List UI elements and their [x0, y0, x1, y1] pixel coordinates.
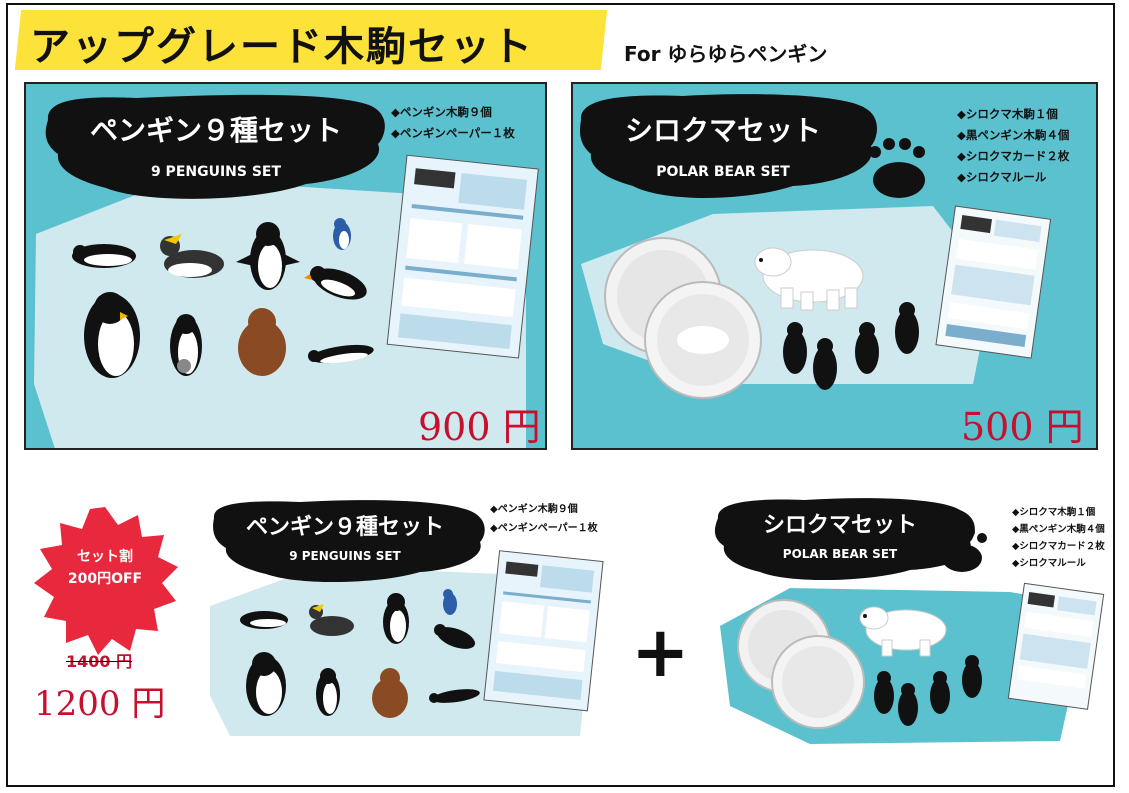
content-item: ◆シロクマ木駒１個 — [957, 107, 1058, 121]
polar-set-contents: ◆シロクマ木駒１個 ◆黒ペンギン木駒４個 ◆シロクマカード２枚 ◆シロクマルール — [957, 104, 1069, 188]
black-penguin-icon — [813, 338, 837, 390]
penguin-paper-sheet — [483, 550, 604, 712]
black-penguin-icon — [783, 322, 807, 374]
penguin-set-art: ペンギン９種セット 9 PENGUINS SET — [34, 94, 539, 448]
combo-polar-art: シロクマセット POLAR BEAR SET — [714, 498, 1105, 744]
little-blue-penguin-icon — [443, 589, 457, 615]
polar-set-panel[interactable]: シロクマセット POLAR BEAR SET — [571, 82, 1098, 450]
title-cloud — [580, 94, 877, 198]
king-penguin-chick-icon — [238, 308, 286, 376]
content-item: ◆ペンギンペーパー１枚 — [490, 523, 598, 534]
content-item: ◆ペンギン木駒９個 — [490, 504, 578, 515]
black-penguin-icon — [895, 302, 919, 354]
badge-starburst — [34, 507, 178, 655]
penguin-lying-icon — [72, 244, 136, 268]
title-cloud — [714, 498, 975, 581]
swimming-penguin-icon — [308, 344, 374, 364]
polar-bear-icon — [859, 606, 947, 657]
discount-badge-text: セット割 200円OFF — [40, 546, 170, 590]
penguin-set-price: 900 円 — [418, 405, 541, 449]
penguin-set-title-en: 9 PENGUINS SET — [151, 164, 282, 180]
combo-penguin-title-jp: ペンギン９種セット — [246, 515, 444, 540]
content-item: ◆シロクマルール — [1012, 558, 1086, 569]
black-penguin-icon — [855, 322, 879, 374]
polar-card-disc — [644, 281, 762, 399]
black-penguin-icon — [874, 671, 894, 714]
combo-price: 1200 円 — [34, 684, 166, 724]
title-cloud — [213, 500, 485, 583]
content-item: ◆シロクマカード２枚 — [1012, 541, 1105, 552]
polar-set-art: シロクマセット POLAR BEAR SET — [580, 94, 1052, 399]
page-frame — [6, 3, 1115, 787]
original-price: 1400 円 — [66, 652, 133, 671]
emperor-penguin-icon — [246, 652, 286, 716]
rockhopper-penguin-icon — [160, 234, 224, 278]
content-item: ◆シロクマルール — [957, 170, 1047, 184]
black-penguin-icon — [898, 683, 918, 726]
badge-line: 200円OFF — [67, 571, 143, 587]
page-subtitle: For ゆらゆらペンギン — [624, 42, 828, 66]
content-item: ◆ペンギンペーパー１枚 — [391, 126, 515, 140]
paw-print-icon — [939, 527, 987, 572]
title-cloud — [45, 94, 385, 199]
polar-set-title-en: POLAR BEAR SET — [656, 164, 790, 180]
emperor-penguin-icon — [84, 292, 140, 378]
polar-set-price: 500 円 — [961, 405, 1084, 449]
penguin-lying-icon — [240, 611, 288, 629]
penguin-set-panel[interactable]: ペンギン９種セット 9 PENGUINS SET — [24, 82, 547, 450]
content-item: ◆シロクマカード２枚 — [957, 149, 1070, 163]
combo-penguin-title-en: 9 PENGUINS SET — [289, 549, 401, 563]
penguin-set-contents: ◆ペンギン木駒９個 ◆ペンギンペーパー１枚 — [391, 102, 515, 144]
king-penguin-chick-icon — [372, 668, 408, 718]
rockhopper-penguin-icon — [309, 604, 354, 636]
combo-penguin-art: ペンギン９種セット 9 PENGUINS SET — [210, 500, 604, 736]
page-title: アップグレード木駒セット — [30, 24, 534, 70]
polar-rule-card — [1007, 582, 1105, 710]
gentoo-penguin-icon — [304, 266, 367, 300]
discount-badge — [34, 507, 178, 655]
content-item: ◆シロクマ木駒１個 — [1012, 507, 1096, 518]
combo-polar-contents: ◆シロクマ木駒１個 ◆黒ペンギン木駒４個 ◆シロクマカード２枚 ◆シロクマルール — [1012, 504, 1105, 572]
emperor-with-chick-icon — [170, 314, 202, 376]
black-penguin-icon — [962, 655, 982, 698]
penguin-set-title-jp: ペンギン９種セット — [90, 114, 342, 147]
standing-penguin-icon — [236, 222, 300, 290]
swimming-penguin-icon — [429, 689, 480, 703]
combo-polar-title-jp: シロクマセット — [763, 513, 917, 538]
content-item: ◆ペンギン木駒９個 — [391, 105, 492, 119]
combo-polar-title-en: POLAR BEAR SET — [783, 547, 898, 561]
combo-penguin-contents: ◆ペンギン木駒９個 ◆ペンギンペーパー１枚 — [490, 500, 598, 538]
paw-print-icon — [869, 138, 925, 198]
content-item: ◆黒ペンギン木駒４個 — [1012, 524, 1105, 535]
polar-card-disc — [771, 635, 865, 729]
polar-bear-icon — [754, 247, 864, 311]
polar-set-title-jp: シロクマセット — [625, 114, 821, 147]
black-penguin-icon — [930, 671, 950, 714]
emperor-with-chick-icon — [316, 668, 340, 716]
little-blue-penguin-icon — [333, 218, 351, 250]
plus-icon: + — [631, 611, 690, 693]
standing-penguin-icon — [383, 593, 409, 644]
polar-rule-card — [935, 205, 1052, 359]
gentoo-penguin-icon — [434, 624, 476, 649]
penguin-paper-sheet — [386, 154, 539, 359]
content-item: ◆黒ペンギン木駒４個 — [957, 128, 1070, 142]
badge-line: セット割 — [77, 549, 133, 565]
